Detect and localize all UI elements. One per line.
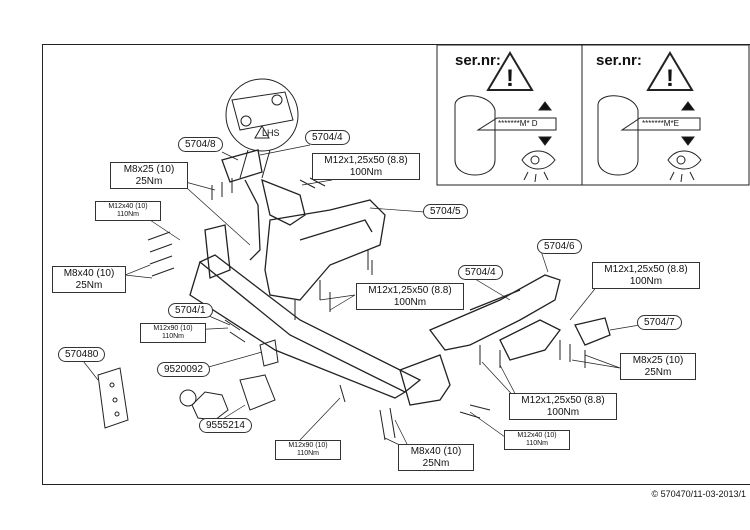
bolt-spec-m12x90-bottom: M12x90 (10) 110Nm xyxy=(275,440,341,461)
bolt-size: M12x1,25x50 (8.8) xyxy=(368,285,452,296)
bolt-spec-m12x40-right: M12x40 (10) 110Nm xyxy=(504,430,570,451)
bolt-torque: 110Nm xyxy=(296,450,320,458)
part-5704-1: 5704/1 xyxy=(168,303,213,318)
bolt-torque: 25Nm xyxy=(644,366,672,378)
bolt-size: M8x40 (10) xyxy=(63,268,115,279)
bolt-spec-m12x90-left: M12x90 (10) 110Nm xyxy=(140,323,206,344)
bolt-spec-m12x50-right: M12x1,25x50 (8.8) 100Nm xyxy=(592,262,700,289)
bolt-spec-m8x25-left: M8x25 (10) 25Nm xyxy=(110,162,188,189)
tow-ball xyxy=(179,374,276,421)
bolt-spec-m8x40-bottom: M8x40 (10) 25Nm xyxy=(398,444,474,471)
warning-panel-1: ! xyxy=(436,44,583,186)
bolt-torque: 25Nm xyxy=(135,175,163,187)
bolt-spec-m12x40-left: M12x40 (10) 110Nm xyxy=(95,201,161,222)
serial-number-title-1: ser.nr: xyxy=(455,52,501,69)
part-9520092: 9520092 xyxy=(157,362,210,377)
serial-number-title-2: ser.nr: xyxy=(596,52,642,69)
bolt-size: M12x40 (10) xyxy=(517,432,557,439)
bolt-torque: 25Nm xyxy=(422,457,450,469)
bolt-torque: 110Nm xyxy=(116,211,140,219)
serial-code-2: *******M*E xyxy=(642,119,679,128)
part-5704-8: 5704/8 xyxy=(178,137,223,152)
socket-bracket xyxy=(97,367,129,429)
bolt-size: M12x1,25x50 (8.8) xyxy=(521,395,605,406)
right-bracket xyxy=(428,274,611,361)
clip-bracket xyxy=(259,339,279,367)
part-5704-4-right: 5704/4 xyxy=(458,265,503,280)
bolt-size: M12x90 (10) xyxy=(153,325,193,332)
bolt-size: M12x1,25x50 (8.8) xyxy=(324,155,408,166)
bolt-torque: 25Nm xyxy=(75,279,103,291)
bolt-spec-m8x40-left: M8x40 (10) 25Nm xyxy=(52,266,126,293)
part-5704-5: 5704/5 xyxy=(423,204,468,219)
part-5704-6: 5704/6 xyxy=(537,239,582,254)
bolt-torque: 110Nm xyxy=(161,333,185,341)
bolt-torque: 100Nm xyxy=(349,166,383,178)
bolt-size: M12x1,25x50 (8.8) xyxy=(604,264,688,275)
svg-text:!: ! xyxy=(506,65,514,92)
serial-code-1: *******M* D xyxy=(498,119,538,128)
svg-text:!: ! xyxy=(666,65,674,92)
bolt-spec-m12x50-bottom: M12x1,25x50 (8.8) 100Nm xyxy=(509,393,617,420)
bolt-size: M8x40 (10) xyxy=(410,446,462,457)
part-5704-4-left: 5704/4 xyxy=(305,130,350,145)
bolt-size: M8x25 (10) xyxy=(123,164,175,175)
bolt-torque: 100Nm xyxy=(629,275,663,287)
bolt-size: M12x40 (10) xyxy=(108,203,148,210)
warning-panel-2: ! xyxy=(581,44,750,186)
lhs-detail-callout xyxy=(225,78,299,179)
drawing-frame xyxy=(42,44,750,485)
crossbar xyxy=(189,224,451,406)
bolt-spec-m8x25-right: M8x25 (10) 25Nm xyxy=(620,353,696,380)
bolt-spec-m12x50-middle: M12x1,25x50 (8.8) 100Nm xyxy=(356,283,464,310)
bolt-torque: 100Nm xyxy=(546,406,580,418)
bolt-torque: 100Nm xyxy=(393,296,427,308)
part-9555214: 9555214 xyxy=(199,418,252,433)
part-5704-7: 5704/7 xyxy=(637,315,682,330)
bolt-spec-m12x50-top: M12x1,25x50 (8.8) 100Nm xyxy=(312,153,420,180)
bolt-size: M12x90 (10) xyxy=(288,442,328,449)
part-570480: 570480 xyxy=(58,347,106,362)
lhs-label: LHS xyxy=(262,128,280,138)
left-bracket xyxy=(221,149,386,301)
copyright-notice: © 570470/11-03-2013/1 xyxy=(651,489,746,499)
bolt-torque: 110Nm xyxy=(525,440,549,448)
bolt-size: M8x25 (10) xyxy=(632,355,684,366)
